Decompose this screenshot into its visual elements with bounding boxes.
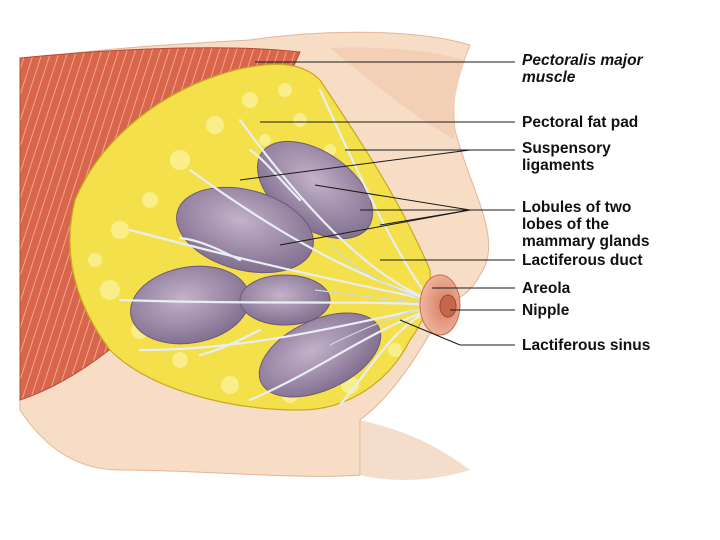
leader-lines [239,61,515,346]
label-lobules-line3: mammary glands [522,233,650,250]
label-areola: Areola [522,280,571,297]
label-suspensory-line2: ligaments [522,157,595,174]
lower-skin-fold [360,420,470,480]
lobule-lower [258,312,382,398]
label-lactiferous-duct: Lactiferous duct [522,252,643,269]
label-lobules: Lobules of two lobes of the mammary glan… [522,199,650,250]
label-suspensory-line1: Suspensory [522,140,611,157]
label-suspensory-ligaments: Suspensory ligaments [522,140,611,174]
label-lobules-line1: Lobules of two [522,199,632,216]
skin-shadow [330,47,465,140]
lobule-small [239,274,331,326]
label-lobules-line2: lobes of the [522,216,609,233]
label-pectoralis-major: Pectoralis major muscle [522,52,643,86]
label-fat-pad: Pectoral fat pad [522,114,639,131]
label-nipple: Nipple [522,302,570,319]
label-lactiferous-sinus: Lactiferous sinus [522,337,651,354]
nipple [439,294,457,318]
label-pectoralis-line1: Pectoralis major [522,52,643,69]
suspensory-ligaments [118,88,432,407]
label-pectoralis-line2: muscle [522,69,576,86]
